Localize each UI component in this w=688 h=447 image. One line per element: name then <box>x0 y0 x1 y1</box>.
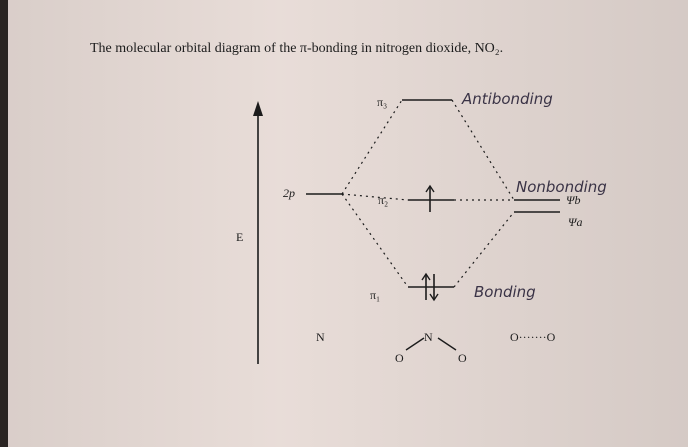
pi1-label: π₁ <box>370 288 380 302</box>
pi2-label: π₂ <box>378 193 388 207</box>
corr-2p-pi2 <box>341 193 409 201</box>
molecule-o-right-label: O <box>458 351 467 365</box>
bond-n-o-left <box>405 337 425 351</box>
antibonding-note: Antibonding <box>461 90 553 108</box>
correlation-lines <box>341 99 515 288</box>
energy-axis-arrow <box>253 101 263 116</box>
pi2-electron-arrow <box>425 184 435 193</box>
nonbonding-note: Nonbonding <box>516 178 607 196</box>
bonding-note: Bonding <box>474 283 536 301</box>
n-atom-label: N <box>316 330 325 344</box>
pi3-label: π₃ <box>377 95 387 109</box>
corr-2p-pi3 <box>341 99 403 195</box>
molecule-o-left-label: O <box>395 351 404 365</box>
corr-pi1-psia <box>453 211 515 288</box>
o-o-label: O·······O <box>510 330 556 344</box>
n-2p-label: 2p <box>283 186 295 200</box>
pi1-electron-down-arrow <box>429 293 439 302</box>
molecule-n-label: N <box>424 330 433 344</box>
diagram-title: The molecular orbital diagram of the π-b… <box>90 41 503 56</box>
paper-sheet <box>8 0 688 447</box>
energy-axis-label: E <box>236 230 243 244</box>
pi1-electron-up-arrow <box>421 272 431 281</box>
corr-2p-pi1 <box>341 193 409 288</box>
corr-pi3-psib <box>451 99 515 201</box>
psi-a-label: Ψa <box>568 215 582 229</box>
psi-b-label: Ψb <box>566 193 580 207</box>
bond-n-o-right <box>437 337 457 351</box>
